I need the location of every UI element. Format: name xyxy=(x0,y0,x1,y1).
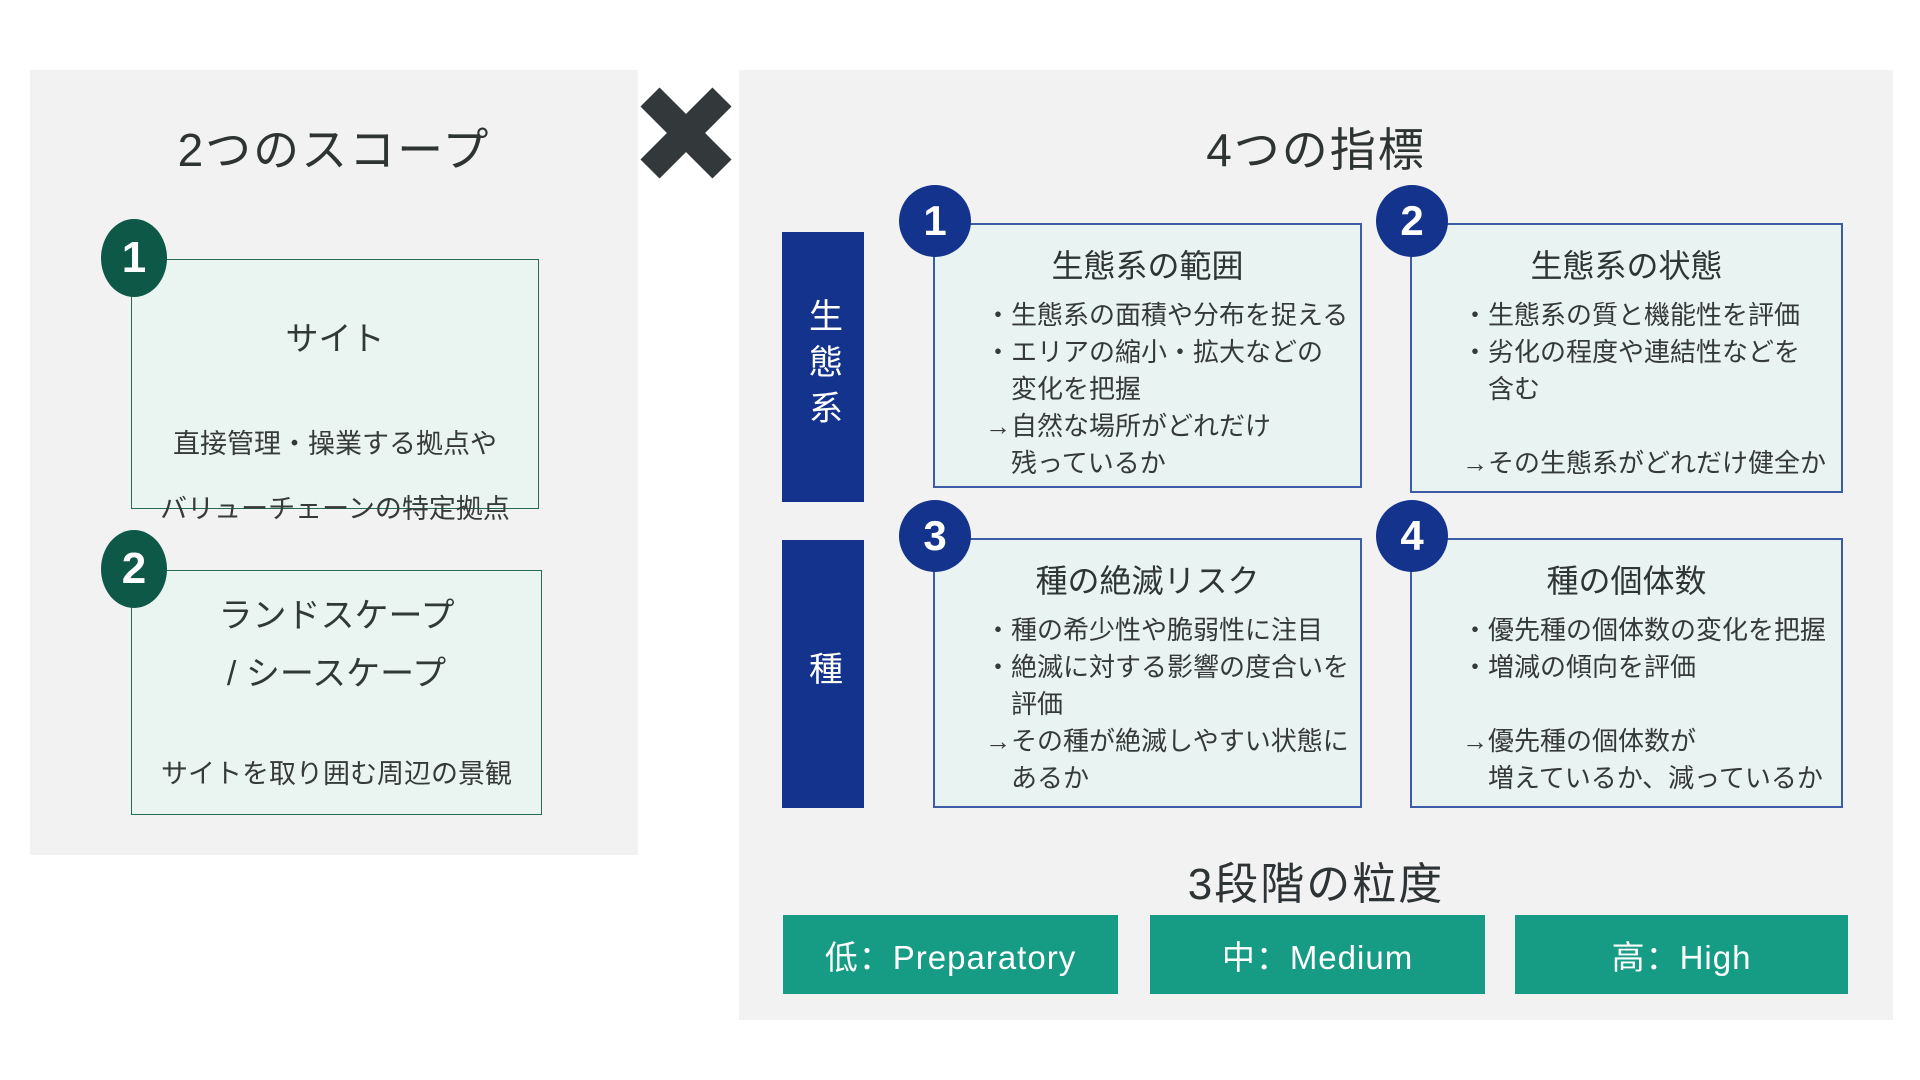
row-label-ecosystem: 生態系 xyxy=(782,232,864,502)
indicator-4-number-badge: 4 xyxy=(1376,500,1448,572)
scope-1-number-badge: 1 xyxy=(101,219,167,297)
indicator-1-line: ・エリアの縮小・拡大などの xyxy=(985,337,1324,367)
indicator-2-line: →その生態系がどれだけ健全か xyxy=(1462,448,1827,478)
scopes-panel: 2つのスコープ 1 サイト 直接管理・操業する拠点や バリューチェーンの特定拠点… xyxy=(30,70,638,855)
scope-2-title-line: ランドスケープ xyxy=(218,597,455,635)
indicators-panel-title: 4つの指標 xyxy=(1206,124,1426,176)
indicator-card-ecosystem-extent: 1 生態系の範囲 ・生態系の面積や分布を捉える ・エリアの縮小・拡大などの 変化… xyxy=(899,185,1362,488)
scope-card-landscape: 2 ランドスケープ / シースケープ サイトを取り囲む周辺の景観 xyxy=(101,530,542,815)
indicator-4-line: →優先種の個体数が xyxy=(1462,726,1697,756)
indicator-1-line: →自然な場所がどれだけ xyxy=(985,411,1272,441)
granularity-title: 3段階の粒度 xyxy=(1187,860,1445,909)
scope-card-site: 1 サイト 直接管理・操業する拠点や バリューチェーンの特定拠点 xyxy=(101,219,539,524)
scope-1-description-line: 直接管理・操業する拠点や xyxy=(173,429,497,459)
indicator-3-title: 種の絶滅リスク xyxy=(1035,563,1260,599)
scope-1-title: サイト xyxy=(285,320,385,357)
indicator-4-description: ・優先種の個体数の変化を把握 ・増減の傾向を評価 →優先種の個体数が 増えている… xyxy=(1412,612,1841,797)
indicator-1-title: 生態系の範囲 xyxy=(1051,248,1244,284)
indicator-3-number-badge: 3 xyxy=(899,500,971,572)
scope-2-title: ランドスケープ / シースケープ xyxy=(132,587,541,703)
scope-2-number-badge: 2 xyxy=(101,530,167,608)
indicator-1-description: ・生態系の面積や分布を捉える ・エリアの縮小・拡大などの 変化を把握 →自然な場… xyxy=(935,297,1360,482)
granularity-level-high: 高：High xyxy=(1515,915,1848,994)
indicator-3-description: ・種の希少性や脆弱性に注目 ・絶滅に対する影響の度合いを 評価 →その種が絶滅し… xyxy=(935,612,1360,797)
indicator-card-ecosystem-condition: 2 生態系の状態 ・生態系の質と機能性を評価 ・劣化の程度や連結性などを 含む … xyxy=(1376,185,1843,493)
indicator-4-line: 増えているか、減っているか xyxy=(1462,763,1823,793)
indicator-4-line: ・増減の傾向を評価 xyxy=(1462,652,1697,682)
indicator-card-species-extinction-risk: 3 種の絶滅リスク ・種の希少性や脆弱性に注目 ・絶滅に対する影響の度合いを 評… xyxy=(899,500,1362,808)
indicator-1-line: ・生態系の面積や分布を捉える xyxy=(985,300,1349,330)
scope-2-description: サイトを取り囲む周辺の景観 xyxy=(132,759,541,789)
indicator-4-line: ・優先種の個体数の変化を把握 xyxy=(1462,615,1827,645)
scope-2-title-line: / シースケープ xyxy=(226,655,447,693)
indicator-1-number-badge: 1 xyxy=(899,185,971,257)
scope-1-description: 直接管理・操業する拠点や バリューチェーンの特定拠点 xyxy=(132,412,538,542)
indicator-2-title: 生態系の状態 xyxy=(1530,248,1723,284)
indicator-3-line: →その種が絶滅しやすい状態に xyxy=(985,726,1349,756)
indicator-1-line: 変化を把握 xyxy=(985,374,1142,404)
granularity-level-medium: 中：Medium xyxy=(1150,915,1485,994)
indicator-3-line: あるか xyxy=(985,763,1090,793)
multiply-icon xyxy=(640,87,732,179)
indicators-panel: 4つの指標 生態系 種 1 生態系の範囲 ・生態系の面積や分布を捉える ・エリア… xyxy=(739,70,1893,1020)
indicator-3-line: ・絶滅に対する影響の度合いを xyxy=(985,652,1350,682)
indicator-3-line: 評価 xyxy=(985,689,1064,719)
indicator-2-line: ・生態系の質と機能性を評価 xyxy=(1462,300,1801,330)
scope-2-description-line: サイトを取り囲む周辺の景観 xyxy=(161,759,512,789)
indicator-1-line: 残っているか xyxy=(985,448,1166,478)
scopes-panel-title: 2つのスコープ xyxy=(177,124,491,176)
indicator-2-line: ・劣化の程度や連結性などを xyxy=(1462,337,1801,367)
indicator-4-title: 種の個体数 xyxy=(1546,563,1707,599)
indicator-3-line: ・種の希少性や脆弱性に注目 xyxy=(985,615,1324,645)
scope-1-description-line: バリューチェーンの特定拠点 xyxy=(160,494,510,524)
indicator-2-number-badge: 2 xyxy=(1376,185,1448,257)
indicator-2-description: ・生態系の質と機能性を評価 ・劣化の程度や連結性などを 含む →その生態系がどれ… xyxy=(1412,297,1841,482)
granularity-level-low: 低：Preparatory xyxy=(783,915,1118,994)
indicator-2-line: 含む xyxy=(1462,374,1541,404)
indicator-card-species-population: 4 種の個体数 ・優先種の個体数の変化を把握 ・増減の傾向を評価 →優先種の個体… xyxy=(1376,500,1843,808)
row-label-species: 種 xyxy=(782,540,864,808)
